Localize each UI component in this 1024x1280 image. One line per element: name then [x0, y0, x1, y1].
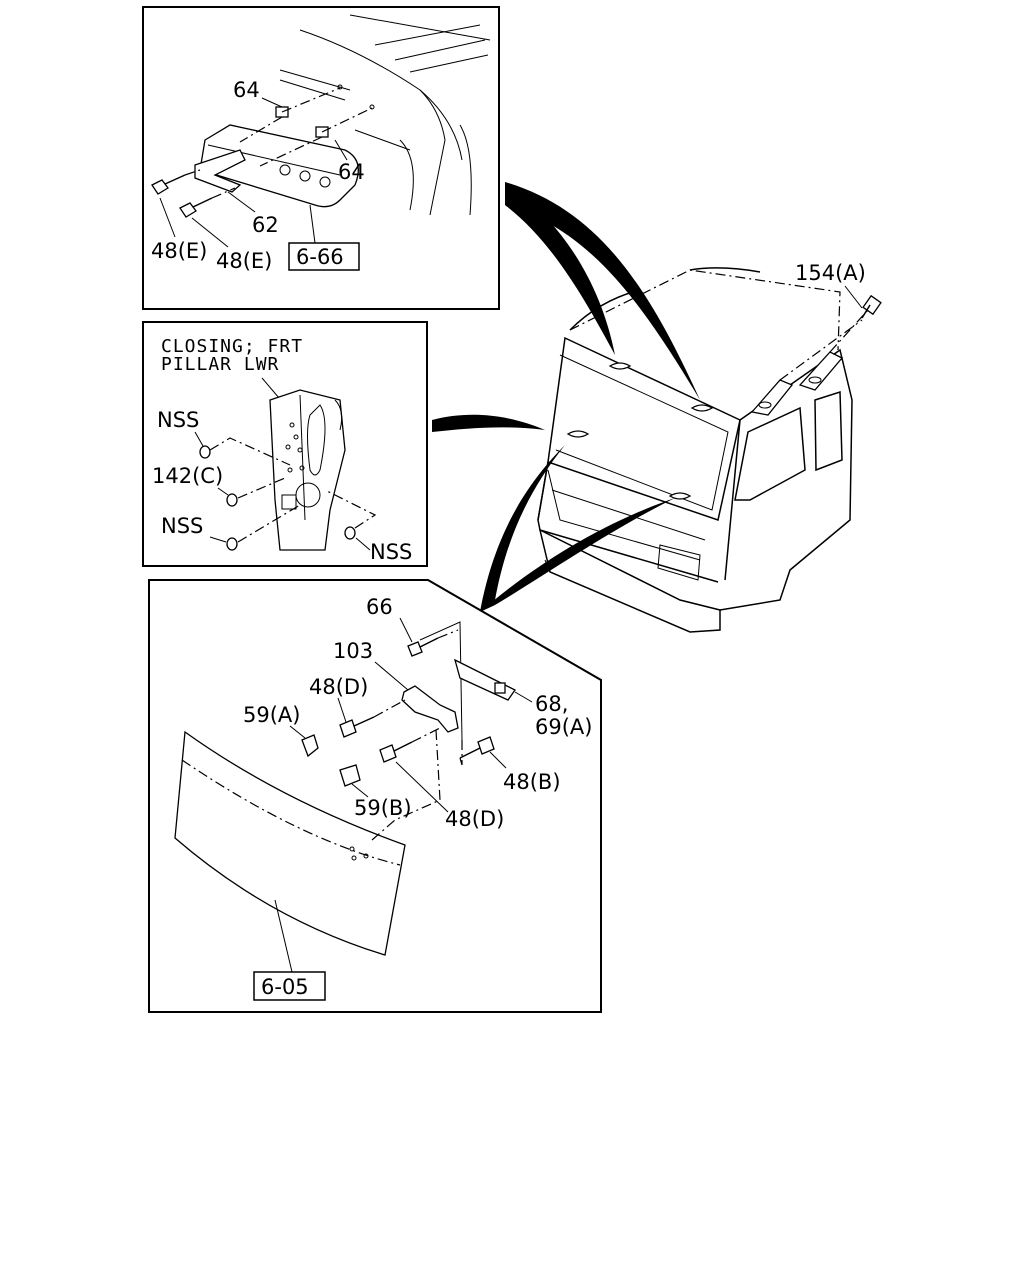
bolt-icon — [179, 197, 213, 218]
grommet-icon — [226, 537, 238, 551]
top-detail-box: 64 64 62 48(E) 48(E) 6-66 — [142, 6, 500, 310]
label-68: 68, — [535, 692, 568, 716]
bolt-icon — [407, 637, 439, 657]
label-64-right: 64 — [338, 160, 365, 184]
label-62: 62 — [252, 213, 279, 237]
label-142c: 142(C) — [152, 464, 223, 488]
clip-icon — [339, 764, 361, 787]
grommet-icon — [226, 493, 238, 507]
label-48d-upper: 48(D) — [309, 675, 368, 699]
caption-line-1: CLOSING; FRT — [161, 336, 303, 357]
label-48d-lower: 48(D) — [445, 807, 504, 831]
label-59b: 59(B) — [354, 796, 412, 820]
label-64-upper: 64 — [233, 78, 260, 102]
ref-6-66: 6-66 — [296, 245, 344, 269]
bolt-icon — [151, 174, 186, 195]
ref-box-6-05 — [253, 971, 326, 1001]
label-103: 103 — [333, 639, 373, 663]
grommet-icon — [344, 526, 356, 540]
grommet-icon — [199, 445, 211, 459]
bolt-icon — [339, 716, 375, 738]
caption-line-2: PILLAR LWR — [161, 354, 279, 375]
label-66: 66 — [366, 595, 393, 619]
bottom-detail-box: 66 103 48(D) 59(A) 68, 69(A) 48(B) 59(B)… — [148, 579, 602, 1013]
middle-detail-box: CLOSING; FRT PILLAR LWR NSS 142(C) NSS N — [142, 321, 428, 567]
label-69a: 69(A) — [535, 715, 592, 739]
label-nss-left: NSS — [161, 514, 203, 538]
label-nss-right: NSS — [370, 540, 412, 564]
callout-arrow — [432, 182, 700, 612]
bolt-icon — [379, 741, 413, 763]
label-59a: 59(A) — [243, 703, 300, 727]
label-48b: 48(B) — [503, 770, 561, 794]
label-48e-left: 48(E) — [151, 239, 207, 263]
cab-illustration — [537, 267, 882, 633]
label-nss-top: NSS — [157, 408, 199, 432]
ref-box-6-66 — [288, 242, 360, 271]
clip-icon — [301, 734, 319, 758]
label-48e-right: 48(E) — [216, 249, 272, 273]
ref-6-05: 6-05 — [261, 975, 309, 999]
bolt-icon — [459, 736, 495, 759]
label-154a: 154(A) — [795, 261, 866, 285]
